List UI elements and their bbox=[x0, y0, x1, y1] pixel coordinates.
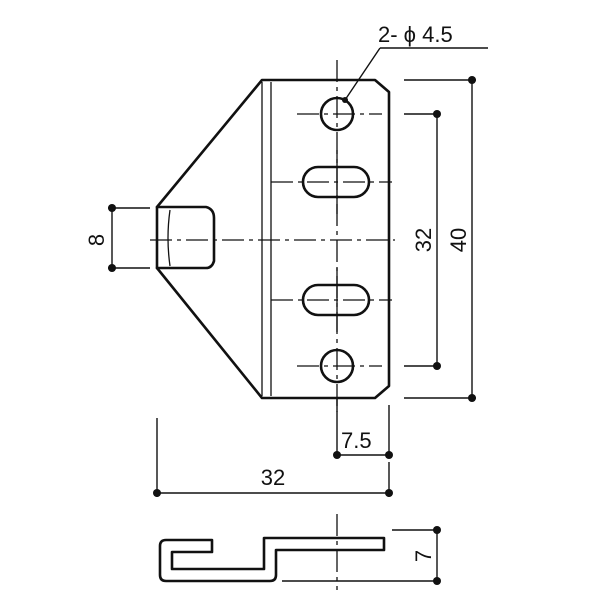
dimension-end-dot bbox=[385, 489, 393, 497]
dimension-end-dot bbox=[433, 362, 441, 370]
dimension-end-dot bbox=[333, 451, 341, 459]
dimension-end-dot bbox=[468, 76, 476, 84]
dimension-hole-offset: 7.5 bbox=[333, 398, 393, 459]
total-width-label: 32 bbox=[261, 465, 285, 490]
slot-upper bbox=[301, 165, 371, 199]
dimension-end-dot bbox=[433, 577, 441, 585]
side-view: 7 bbox=[158, 514, 441, 590]
dimension-total-width: 32 bbox=[153, 418, 393, 497]
hook-height-label: 8 bbox=[84, 234, 109, 246]
bracket-outline bbox=[155, 78, 391, 400]
side-thickness-label: 7 bbox=[411, 550, 436, 562]
dimension-total-height: 40 bbox=[404, 76, 476, 402]
slot-lower bbox=[301, 283, 371, 317]
front-view bbox=[150, 60, 395, 412]
hole-offset-label: 7.5 bbox=[341, 428, 372, 453]
hole-callout: 2- ϕ 4.5 bbox=[342, 22, 488, 103]
dimension-end-dot bbox=[433, 526, 441, 534]
total-height-label: 40 bbox=[446, 228, 471, 252]
dimension-end-dot bbox=[385, 451, 393, 459]
hook-bend-line bbox=[167, 209, 171, 267]
hole-callout-label: 2- ϕ 4.5 bbox=[378, 22, 453, 47]
callout-leader bbox=[344, 47, 381, 101]
dimension-end-dot bbox=[468, 394, 476, 402]
dimension-end-dot bbox=[153, 489, 161, 497]
dimension-end-dot bbox=[108, 204, 116, 212]
callout-leader-dot bbox=[342, 97, 348, 103]
hole-pitch-label: 32 bbox=[411, 228, 436, 252]
side-profile bbox=[158, 536, 386, 583]
dimension-hole-pitch: 32 bbox=[404, 110, 441, 370]
dimension-end-dot bbox=[108, 264, 116, 272]
dimension-end-dot bbox=[433, 110, 441, 118]
hook-tongue bbox=[155, 205, 216, 270]
dimension-hook-height: 8 bbox=[84, 204, 150, 272]
